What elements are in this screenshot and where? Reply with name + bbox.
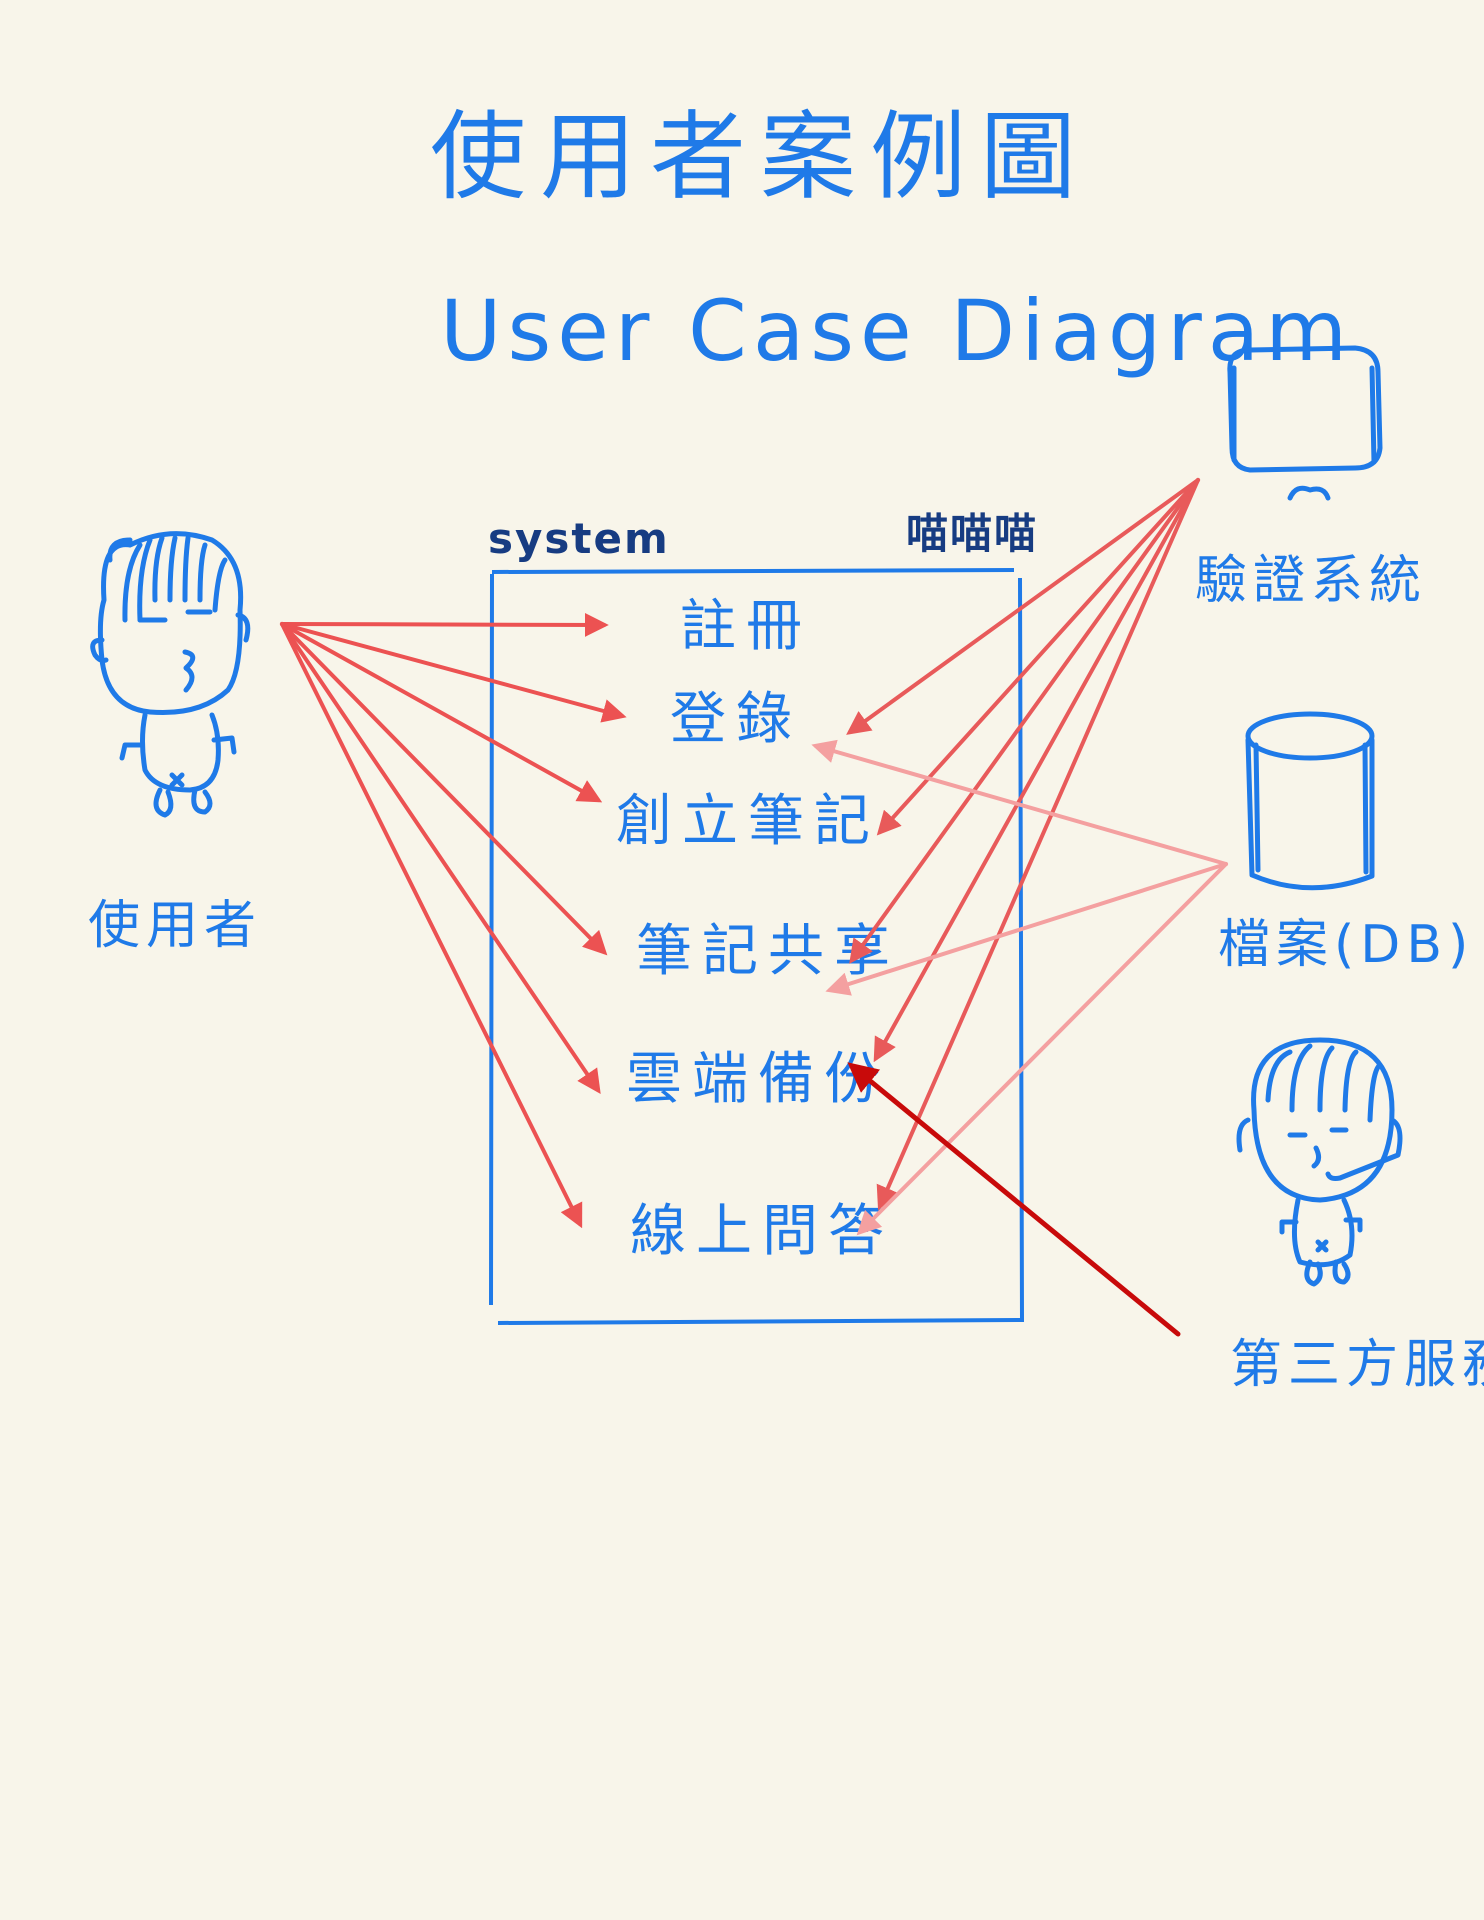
diagram-title-zh: 使用者案例圖 — [430, 101, 1090, 213]
database-icon — [1245, 711, 1375, 891]
actor-db-label: 檔案(DB) — [1218, 915, 1474, 975]
association-auth-login — [846, 478, 1200, 735]
use-case-cloud-backup: 雲端備份 — [626, 1047, 890, 1112]
association-arrows — [280, 478, 1228, 1337]
actor-user-label: 使用者 — [88, 896, 262, 956]
diagram-title-en: User Case Diagram — [440, 282, 1353, 380]
association-user-register — [280, 612, 609, 637]
association-auth-online_survey — [876, 478, 1200, 1211]
association-auth-share_note — [849, 478, 1200, 964]
association-third_party-cloud_backup — [847, 1062, 1181, 1337]
association-db-online_survey — [856, 862, 1228, 1236]
association-user-create_note — [280, 622, 603, 803]
computer-icon — [1227, 345, 1383, 501]
association-user-online_survey — [280, 622, 583, 1229]
person-icon — [90, 531, 251, 818]
actor-third-party-label: 第三方服務 — [1230, 1335, 1484, 1395]
system-box — [489, 568, 1024, 1325]
system-boundary: system 喵喵喵 — [488, 509, 1038, 1325]
system-name: 喵喵喵 — [906, 509, 1038, 558]
system-label: system — [488, 514, 670, 563]
association-db-login — [811, 739, 1228, 866]
use-cases: 註冊 登錄 創立筆記 筆記共享 雲端備份 線上問答 — [616, 594, 894, 1264]
use-case-register: 註冊 — [680, 594, 812, 659]
actor-auth: 驗證系統 — [1195, 345, 1427, 611]
use-case-create-note: 創立筆記 — [616, 789, 880, 854]
actor-third-party: 第三方服務 — [1230, 1037, 1484, 1395]
association-db-share_note — [825, 862, 1228, 996]
association-auth-create_note — [876, 478, 1200, 836]
use-case-login: 登錄 — [670, 687, 802, 752]
actor-user: 使用者 — [88, 531, 262, 956]
person-headset-icon — [1236, 1037, 1403, 1287]
actor-db: 檔案(DB) — [1218, 711, 1474, 975]
association-user-share_note — [280, 622, 608, 956]
association-user-login — [280, 622, 627, 723]
association-auth-cloud_backup — [873, 478, 1200, 1063]
use-case-online-survey: 線上問答 — [630, 1199, 894, 1264]
actor-auth-label: 驗證系統 — [1195, 551, 1427, 611]
association-user-cloud_backup — [280, 622, 601, 1094]
